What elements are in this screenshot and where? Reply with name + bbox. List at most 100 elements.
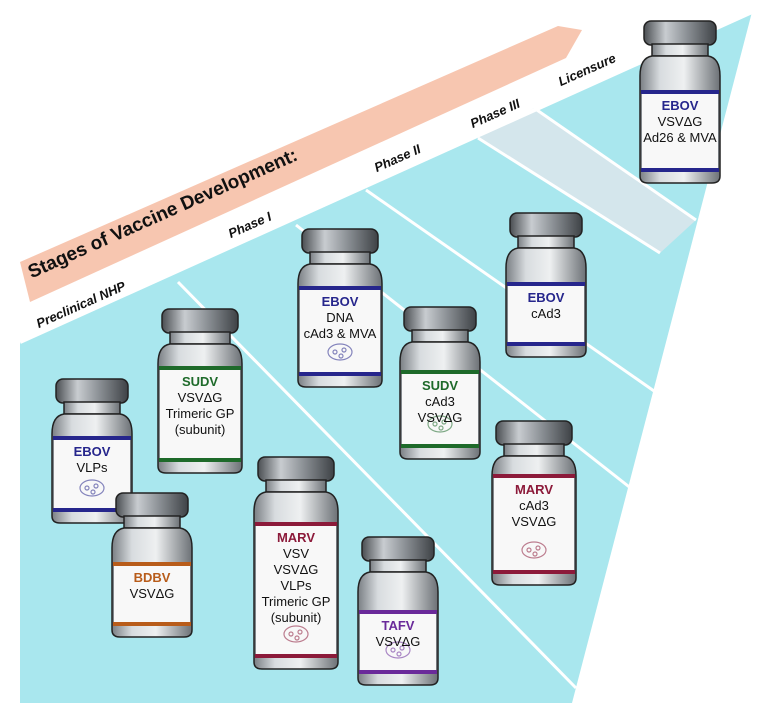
vial-cap xyxy=(403,306,477,332)
vial-virus-name: MARV xyxy=(276,530,316,545)
vial-vaccine-platform: VSVΔG xyxy=(177,390,223,405)
vial-virus-name: SUDV xyxy=(181,374,219,389)
vial-label-bottom-band xyxy=(359,670,437,674)
divider-preclinical-phase1 xyxy=(176,280,578,690)
vial-label-top-band xyxy=(255,522,337,526)
vial-label-text: EBOV cAd3 xyxy=(504,290,588,322)
vial-label-text: TAFV VSVΔG xyxy=(356,618,440,650)
vial-virus-name: EBOV xyxy=(73,444,111,459)
vial-cap xyxy=(509,212,583,238)
virus-particle-icon xyxy=(521,541,547,559)
vial-graphic xyxy=(111,492,193,638)
virus-particle-icon xyxy=(327,343,353,361)
vial-neck xyxy=(265,479,327,493)
vial-cap xyxy=(161,308,239,334)
vial-neck xyxy=(169,331,231,345)
vial-cap xyxy=(301,228,379,254)
vial-label-top-band xyxy=(113,562,191,566)
vial-vaccine-platform: Trimeric GP xyxy=(261,594,331,609)
vial-cap xyxy=(643,20,717,46)
vaccine-vial: EBOV VLPs xyxy=(50,378,134,524)
vial-vaccine-platform: VSVΔG xyxy=(375,634,421,649)
vial-graphic xyxy=(253,456,339,670)
vial-label-bottom-band xyxy=(159,458,241,462)
wedge-top-edge xyxy=(19,10,753,344)
vial-graphic xyxy=(639,20,721,184)
vial-virus-name: EBOV xyxy=(661,98,699,113)
vial-vaccine-platform: DNA xyxy=(326,310,354,325)
vial-cap xyxy=(495,420,573,446)
vial-label-top-band xyxy=(401,370,479,374)
vial-graphic xyxy=(505,212,587,358)
phase-iii-band xyxy=(478,108,696,253)
vial-virus-name: SUDV xyxy=(421,378,459,393)
virus-particle-icon xyxy=(283,625,309,643)
vial-vaccine-platform: VSVΔG xyxy=(657,114,703,129)
vial-vaccine-platform: cAd3 xyxy=(425,394,455,409)
vial-neck xyxy=(517,235,575,249)
vial-neck xyxy=(63,401,121,415)
vial-graphic xyxy=(297,228,383,388)
vial-vaccine-platform: (subunit) xyxy=(270,610,322,625)
vial-vaccine-platform: VSVΔG xyxy=(129,586,175,601)
vial-virus-name: EBOV xyxy=(321,294,359,309)
vial-label-text: BDBV VSVΔG xyxy=(110,570,194,602)
vial-vaccine-platform: VSVΔG xyxy=(273,562,319,577)
vial-cap xyxy=(257,456,335,482)
divider-phase3-licensure xyxy=(533,106,697,222)
vial-label-top-band xyxy=(493,474,575,478)
stages-arrow xyxy=(20,26,582,302)
vial-label-bottom-band xyxy=(507,342,585,346)
vial-vaccine-platform: cAd3 & MVA xyxy=(303,326,377,341)
vial-vaccine-platform: VSV xyxy=(282,546,309,561)
vial-label-top-band xyxy=(359,610,437,614)
vaccine-vial: EBOV cAd3 xyxy=(504,212,588,358)
vial-label xyxy=(642,92,718,170)
vial-label xyxy=(402,372,478,446)
vial-neck xyxy=(503,443,565,457)
vial-label-bottom-band xyxy=(401,444,479,448)
vial-vaccine-platform: Ad26 & MVA xyxy=(643,130,717,145)
vial-graphic xyxy=(157,308,243,474)
vaccine-vial: TAFV VSVΔG xyxy=(356,536,440,686)
vial-label-bottom-band xyxy=(113,622,191,626)
vial-label-top-band xyxy=(641,90,719,94)
vial-label-top-band xyxy=(507,282,585,286)
vial-label xyxy=(160,368,240,460)
vial-label-bottom-band xyxy=(255,654,337,658)
vial-graphic xyxy=(491,420,577,586)
vial-label xyxy=(508,284,584,344)
virus-particle-icon xyxy=(79,479,105,497)
vial-cap xyxy=(55,378,129,404)
vial-neck xyxy=(369,559,427,573)
vial-label-top-band xyxy=(53,436,131,440)
vial-cap xyxy=(115,492,189,518)
vial-neck xyxy=(411,329,469,343)
vial-label-text: EBOV VLPs xyxy=(50,444,134,476)
vial-vaccine-platform: Trimeric GP xyxy=(165,406,235,421)
vial-virus-name: EBOV xyxy=(527,290,565,305)
vial-cap xyxy=(361,536,435,562)
vial-neck xyxy=(309,251,371,265)
vial-vaccine-platform: (subunit) xyxy=(174,422,226,437)
vial-vaccine-platform: cAd3 xyxy=(531,306,561,321)
vial-virus-name: MARV xyxy=(514,482,554,497)
vial-graphic xyxy=(357,536,439,686)
vial-label-bottom-band xyxy=(299,372,381,376)
vial-graphic xyxy=(51,378,133,524)
vial-label-top-band xyxy=(299,286,381,290)
vial-label-bottom-band xyxy=(641,168,719,172)
virus-particle-icon xyxy=(385,641,411,659)
vial-label xyxy=(114,564,190,624)
vial-virus-name: TAFV xyxy=(381,618,415,633)
